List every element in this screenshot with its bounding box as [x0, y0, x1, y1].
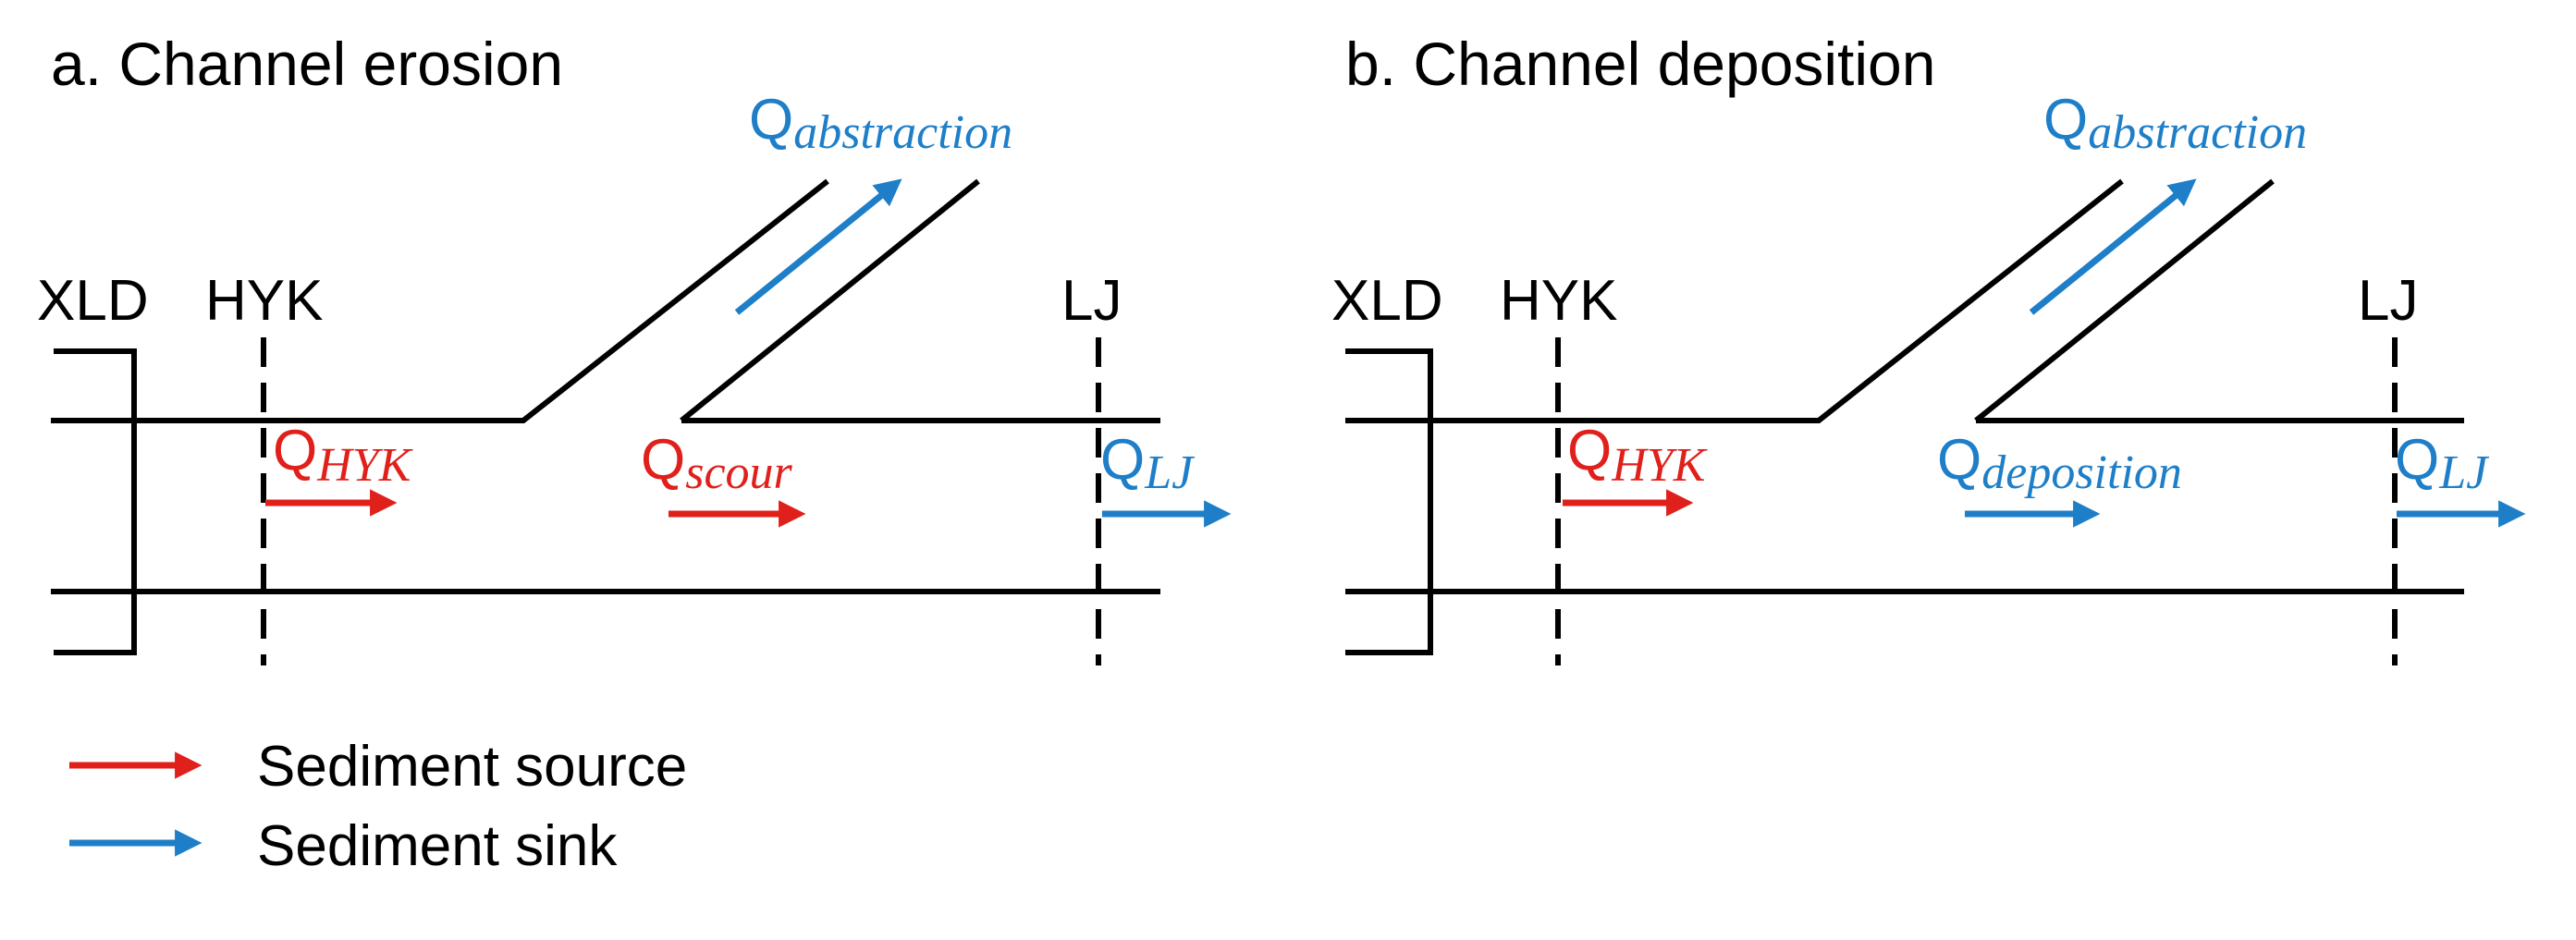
station-label-xld: XLD — [1331, 269, 1443, 333]
legend: Sediment source Sediment sink — [69, 735, 687, 878]
panel-channel-erosion: a. Channel erosion XLD HYK LJ Qabstracti… — [37, 30, 1232, 665]
station-label-xld: XLD — [37, 269, 149, 333]
station-label-lj: LJ — [1061, 269, 1122, 333]
channel-upper-bank — [51, 178, 829, 423]
xld-dam-bracket — [54, 348, 137, 655]
legend-source-label: Sediment source — [257, 735, 687, 799]
channel-upper-bank — [1345, 178, 2124, 423]
hyk-flux-label: QHYK — [1567, 419, 1708, 492]
station-label-lj: LJ — [2358, 269, 2418, 333]
xld-dam-bracket — [1345, 348, 1433, 655]
abstraction-flux-label: Qabstraction — [2043, 88, 2307, 159]
panel-channel-deposition: b. Channel deposition XLD HYK LJ Qabstra… — [1331, 30, 2526, 665]
panel-title: b. Channel deposition — [1345, 30, 1935, 98]
abstraction-flux-label: Qabstraction — [749, 88, 1012, 159]
scour-flux-label: Qscour — [641, 428, 793, 499]
lj-flux-label: QLJ — [1100, 428, 1196, 499]
abstraction-arrow — [734, 178, 902, 315]
hyk-flux-label: QHYK — [273, 419, 413, 492]
panel-title: a. Channel erosion — [51, 30, 563, 98]
legend-sink-label: Sediment sink — [257, 814, 618, 878]
channel-upper-bank-right — [680, 178, 980, 423]
deposition-flux-label: Qdeposition — [1937, 428, 2182, 499]
lj-flux-label: QLJ — [2395, 428, 2490, 499]
channel-upper-bank-right — [1974, 178, 2275, 423]
station-label-hyk: HYK — [205, 269, 323, 333]
abstraction-arrow — [2029, 178, 2197, 315]
station-label-hyk: HYK — [1500, 269, 1617, 333]
